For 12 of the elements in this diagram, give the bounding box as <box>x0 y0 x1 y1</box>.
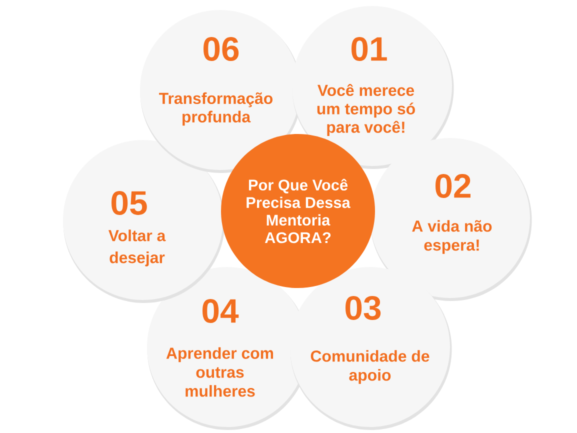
step-number: 06 <box>204 37 239 61</box>
step-number: 02 <box>436 174 470 198</box>
petal-text: Comunidade de apoio <box>310 350 430 384</box>
petal-text: Voltar a desejar <box>108 230 166 266</box>
step-number: 01 <box>352 37 387 61</box>
step-number: 04 <box>202 299 239 323</box>
step-number: 05 <box>112 191 147 215</box>
petal-text: Aprender com outras mulheres <box>166 347 274 397</box>
step-number: 03 <box>346 296 381 320</box>
petal-text: Você merece um tempo só para você! <box>317 84 415 136</box>
petal-text: Transformação profunda <box>159 92 272 126</box>
petal-text: A vida não espera! <box>412 220 492 254</box>
